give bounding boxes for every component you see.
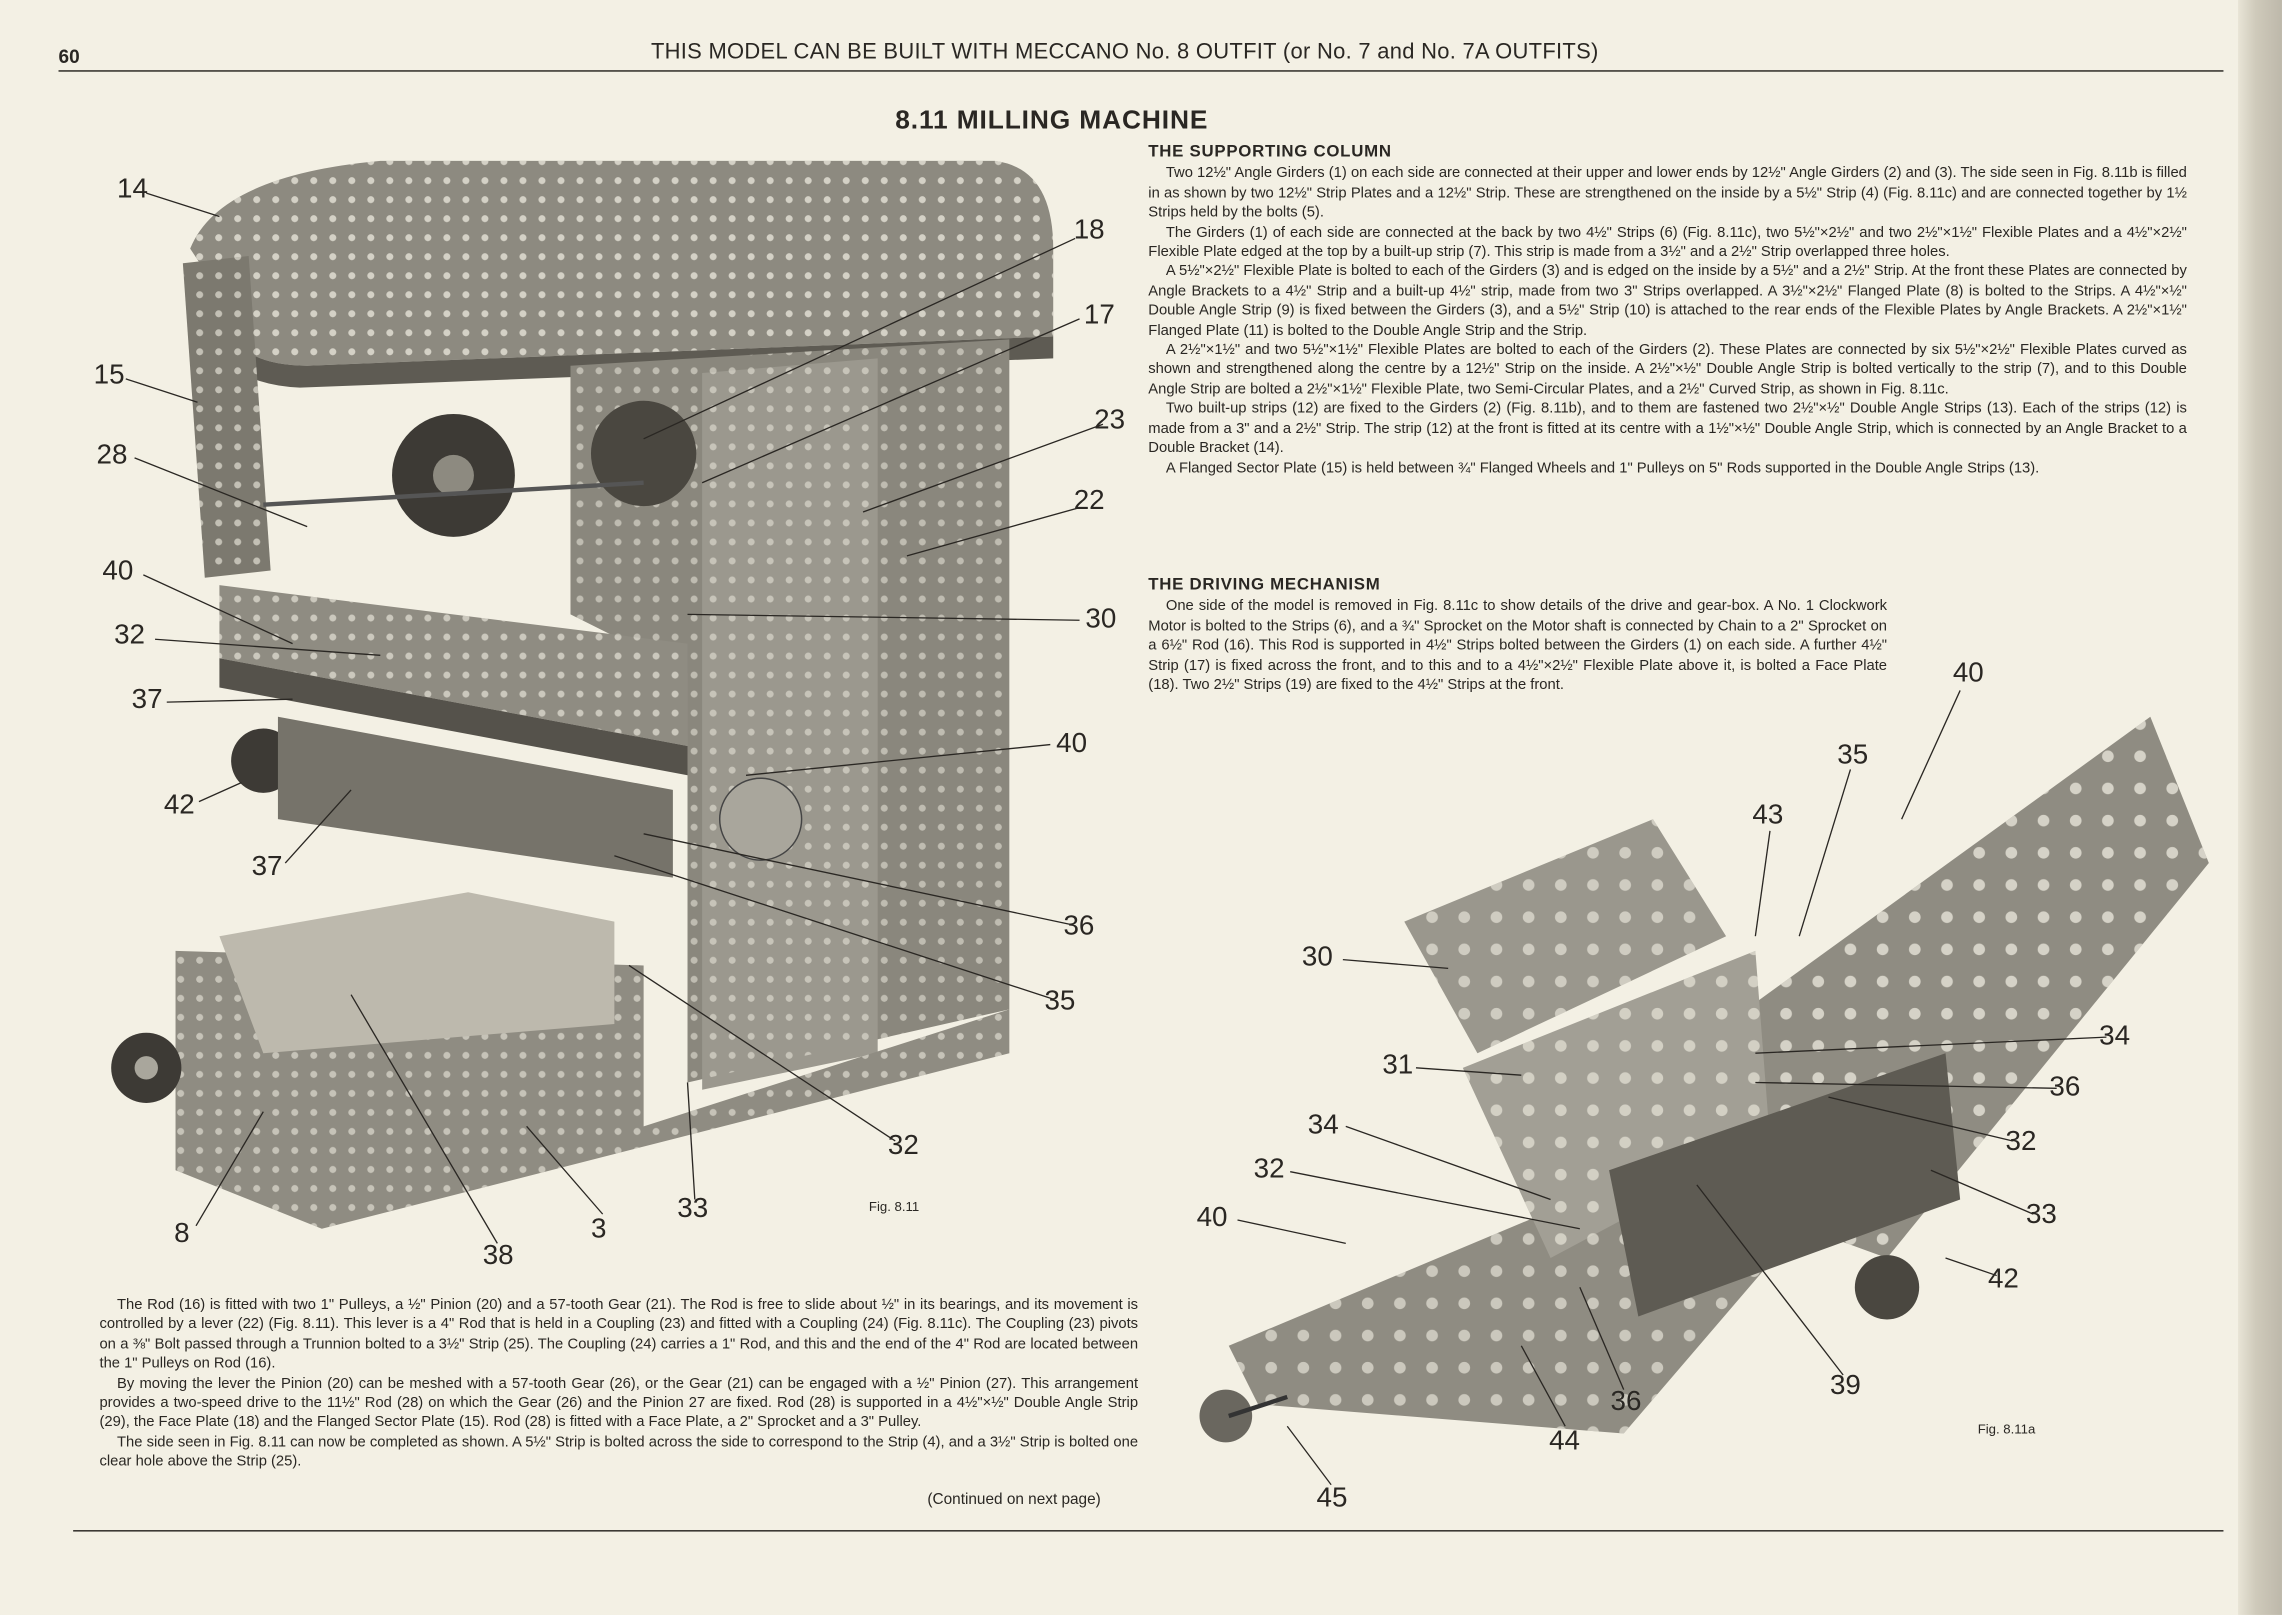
- callout-label: 36: [2049, 1072, 2081, 1103]
- callout-label: 17: [1083, 299, 1115, 331]
- callout-label: 8: [174, 1218, 190, 1250]
- paragraph: A 5½"×2½" Flexible Plate is bolted to ea…: [1148, 263, 2187, 339]
- section-heading: THE DRIVING MECHANISM: [1148, 576, 1381, 594]
- callout-label: 15: [93, 359, 125, 391]
- callout-label: 32: [114, 620, 146, 651]
- paragraph: Two built-up strips (12) are fixed to th…: [1148, 401, 2187, 457]
- model-title: 8.11 MILLING MACHINE: [895, 105, 1209, 135]
- paragraph: The Rod (16) is fitted with two 1" Pulle…: [99, 1297, 1139, 1373]
- callout-label: 43: [1752, 800, 1784, 831]
- callout-label: 40: [102, 555, 134, 587]
- callout-label: 34: [2099, 1021, 2131, 1052]
- callout-label: 32: [1253, 1154, 1285, 1185]
- callout-label: 40: [1196, 1202, 1228, 1234]
- continued-note: (Continued on next page): [927, 1490, 1101, 1509]
- callout-label: 35: [1044, 985, 1076, 1017]
- callout-label: 44: [1549, 1426, 1581, 1457]
- callout-label: 23: [1094, 405, 1126, 436]
- callout-label: 40: [1056, 728, 1088, 760]
- callout-label: 36: [1063, 911, 1095, 943]
- header-rule: [58, 70, 2224, 72]
- paragraph: The side seen in Fig. 8.11 can now be co…: [99, 1434, 1139, 1471]
- driving-mechanism-section: THE DRIVING MECHANISM One side of the mo…: [1148, 576, 1887, 695]
- callout-label: 14: [117, 174, 148, 205]
- footer-rule: [73, 1530, 2224, 1532]
- callout-label: 40: [1952, 658, 1984, 689]
- callout-label: 42: [163, 789, 195, 821]
- callout-label: 37: [131, 684, 163, 716]
- callout-label: 22: [1073, 485, 1105, 517]
- callout-label: 34: [1307, 1110, 1339, 1141]
- callout-label: 28: [96, 440, 128, 472]
- figure-caption: Fig. 8.11: [868, 1199, 920, 1215]
- figure-caption: Fig. 8.11a: [1977, 1421, 2036, 1437]
- paragraph: Two 12½" Angle Girders (1) on each side …: [1148, 165, 2187, 222]
- paragraph: A 2½"×1½" and two 5½"×1½" Flexible Plate…: [1148, 342, 2187, 398]
- running-header: THIS MODEL CAN BE BUILT WITH MECCANO No.…: [650, 39, 1599, 65]
- page-edge-shadow: [2238, 0, 2282, 1615]
- drive-continued-text: The Rod (16) is fitted with two 1" Pulle…: [99, 1296, 1138, 1472]
- callout-label: 33: [2025, 1199, 2057, 1231]
- paragraph: By moving the lever the Pinion (20) can …: [99, 1375, 1139, 1432]
- callout-label: 18: [1073, 215, 1105, 246]
- figure-8-11-milling-machine: [111, 160, 1054, 1229]
- paragraph: A Flanged Sector Plate (15) is held betw…: [1165, 460, 2040, 477]
- supporting-column-section: THE SUPPORTING COLUMN Two 12½" Angle Gir…: [1148, 143, 2187, 478]
- callout-label: 33: [677, 1193, 709, 1225]
- callout-label: 35: [1837, 740, 1869, 771]
- callout-label: 31: [1382, 1050, 1414, 1082]
- callout-label: 36: [1610, 1386, 1642, 1418]
- callout-label: 42: [1987, 1263, 2019, 1295]
- callout-label: 39: [1829, 1370, 1861, 1402]
- figure-8-11a-underside: [1199, 716, 2209, 1443]
- callout-label: 37: [251, 851, 283, 883]
- section-heading: THE SUPPORTING COLUMN: [1148, 143, 1392, 161]
- page-number: 60: [58, 45, 80, 68]
- paragraph: The Girders (1) of each side are connect…: [1148, 224, 2187, 261]
- callout-label: 30: [1301, 942, 1333, 973]
- callout-label: 32: [887, 1130, 919, 1162]
- callout-label: 38: [482, 1240, 514, 1272]
- callout-label: 3: [590, 1214, 607, 1245]
- callout-label: 32: [2005, 1126, 2037, 1158]
- callout-label: 30: [1085, 604, 1117, 635]
- callout-label: 45: [1316, 1483, 1348, 1514]
- callout-leader-lines: [125, 192, 2107, 1486]
- paragraph: One side of the model is removed in Fig.…: [1148, 598, 1888, 694]
